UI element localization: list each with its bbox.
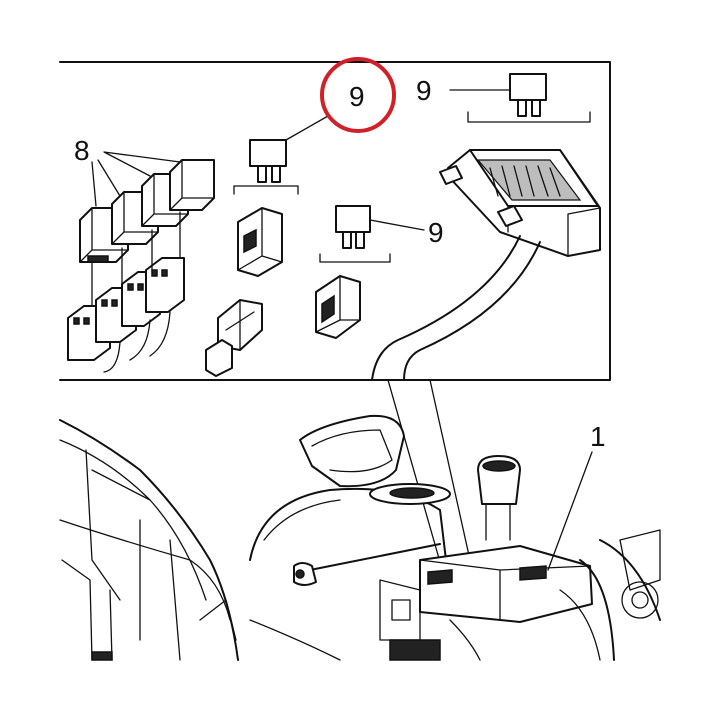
motorcycle-illustration — [59, 414, 661, 661]
callout-fuse-top-right: 9 — [416, 75, 432, 106]
fuse-middle-part — [315, 205, 391, 339]
detail-inset-frame — [59, 61, 611, 381]
callout-relays: 8 — [74, 135, 90, 166]
leader-line-fuse-middle — [369, 219, 425, 231]
fuse-circled-part — [205, 139, 299, 377]
relay-group — [67, 159, 215, 373]
inset-connection-lines — [387, 379, 471, 563]
callout-fuse-box: 1 — [590, 421, 606, 452]
highlight-circle — [320, 57, 396, 133]
fuse-top-right-part — [467, 73, 591, 123]
leader-line-fuse-circled — [285, 115, 329, 141]
leader-line-fuse-box — [547, 451, 593, 571]
leader-line-relays — [91, 151, 181, 207]
fuse-box-part — [371, 149, 601, 381]
callout-fuse-circled: 9 — [349, 81, 365, 112]
callout-fuse-middle: 9 — [428, 217, 444, 248]
